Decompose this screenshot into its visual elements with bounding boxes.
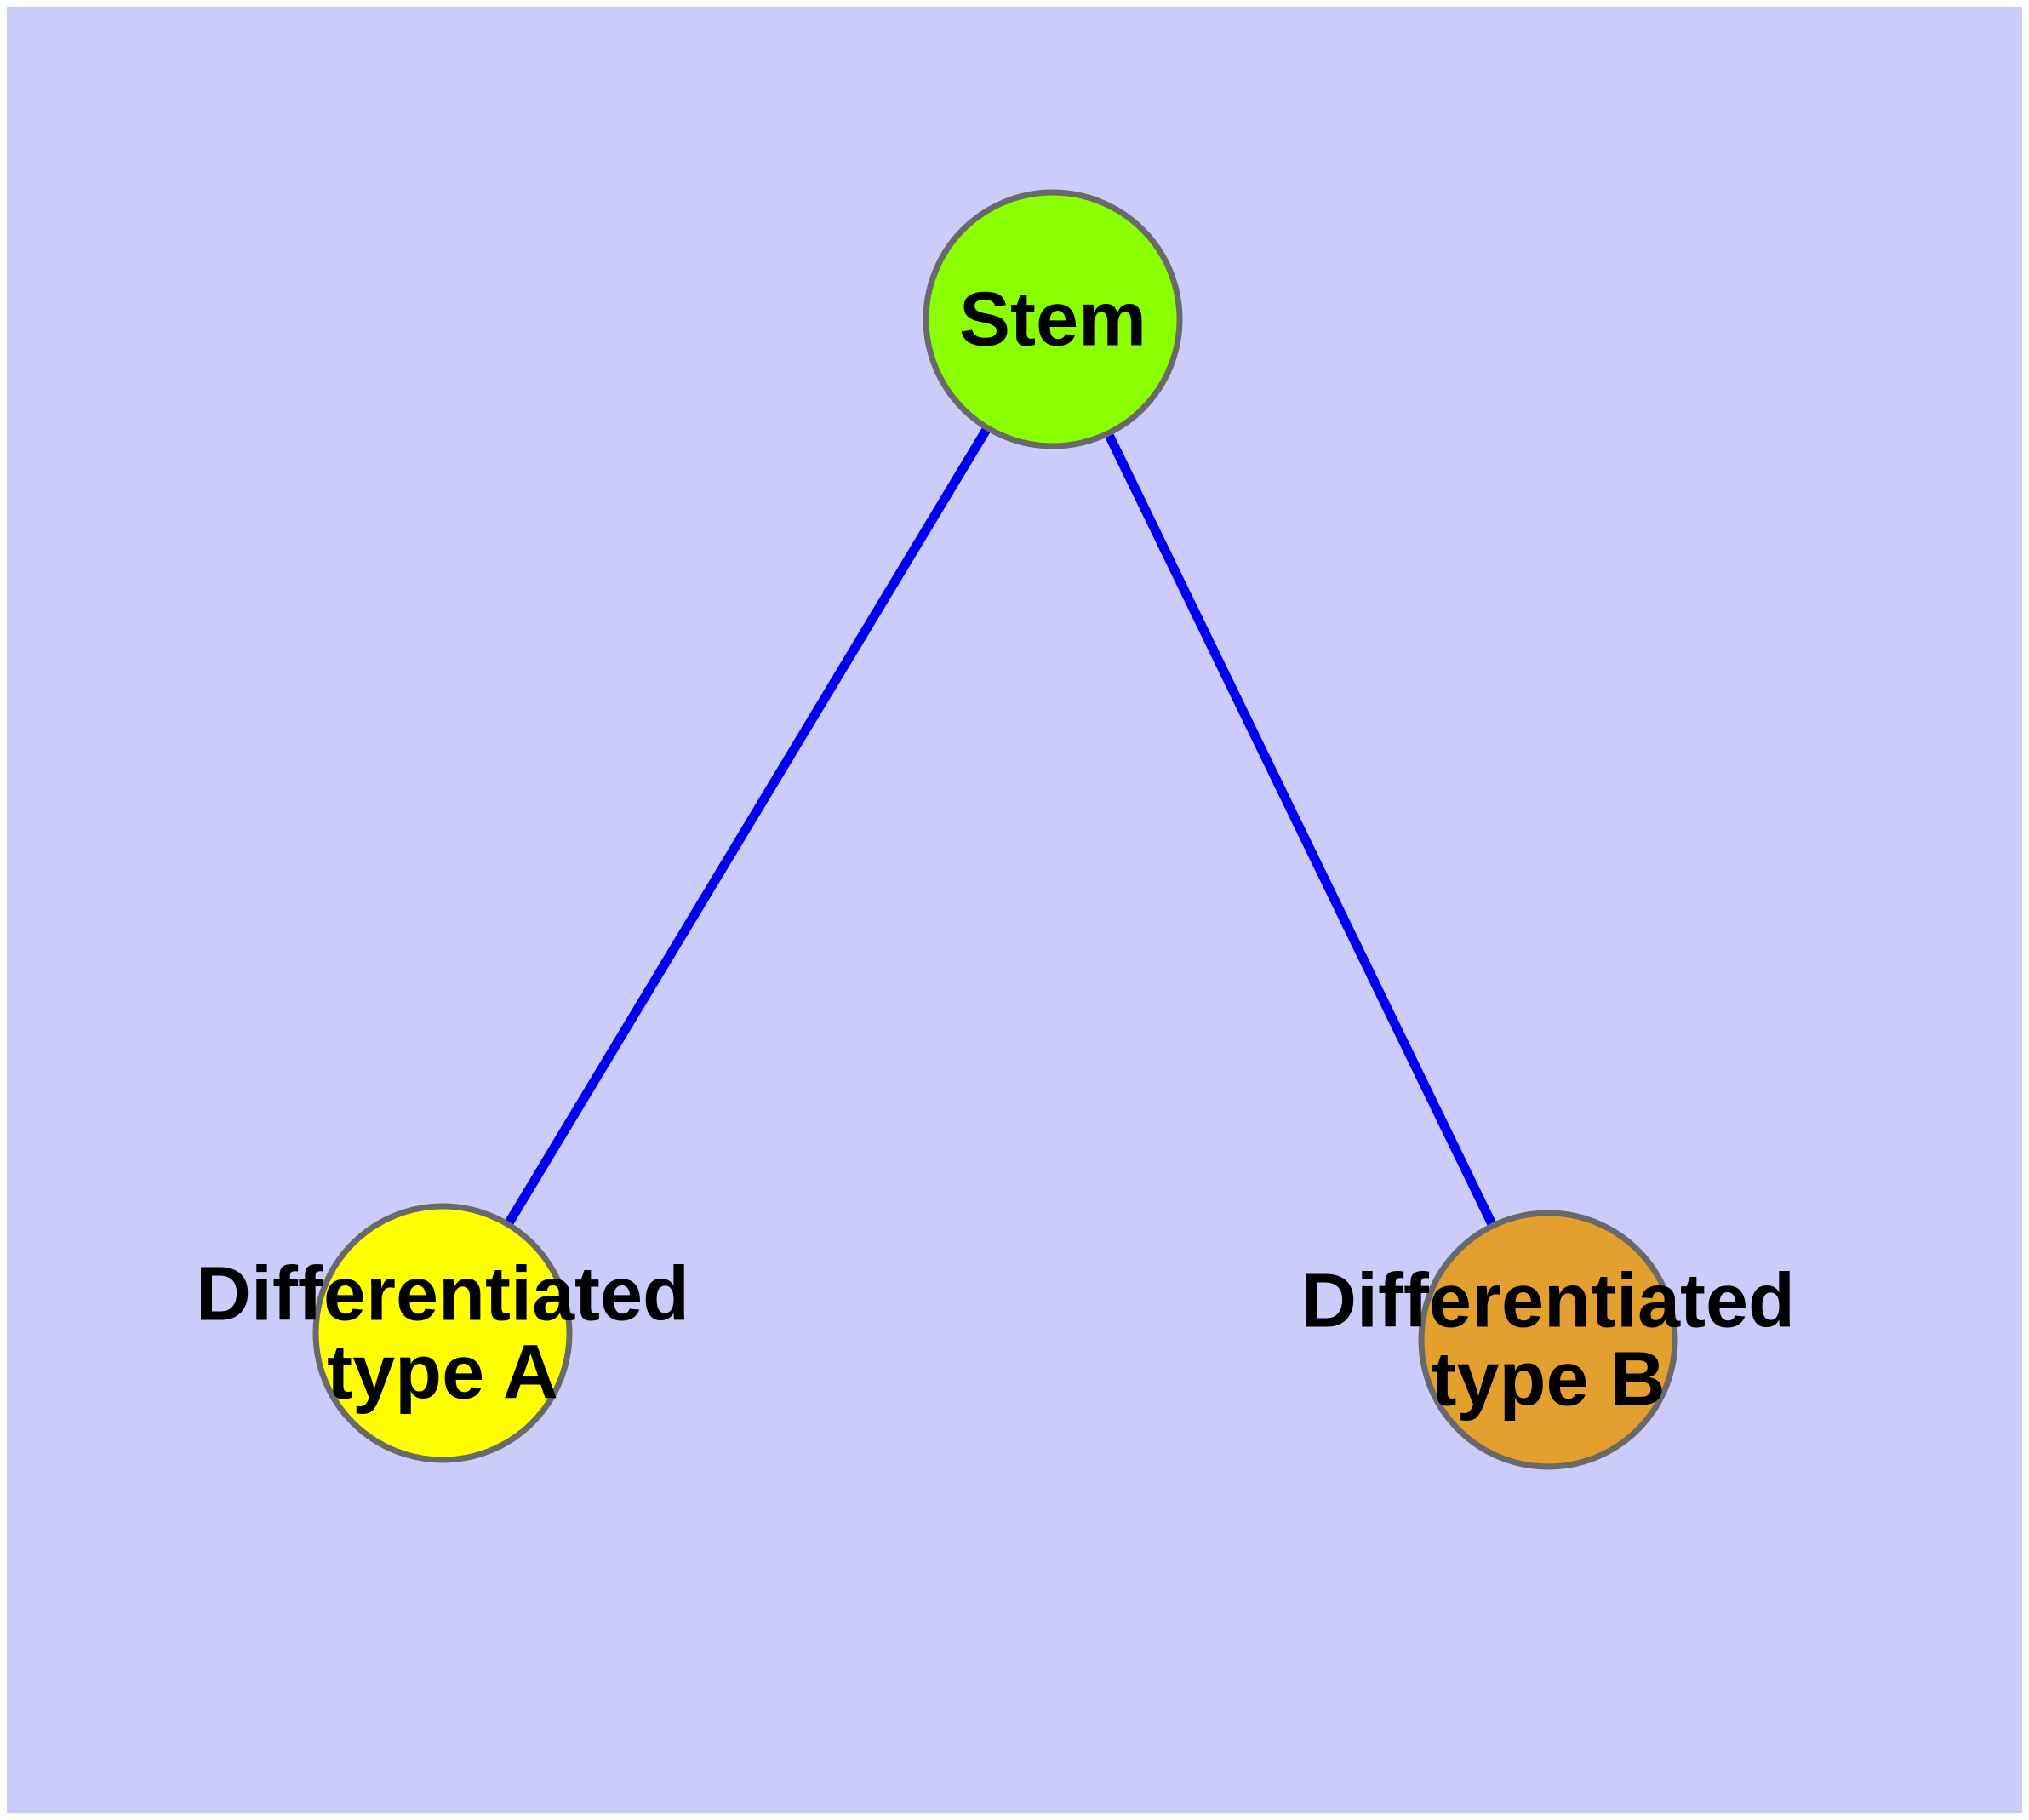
node-differentiated-type-b-circle[interactable] [1418,1210,1678,1470]
node-stem-circle[interactable] [923,189,1183,449]
node-differentiated-type-a-circle[interactable] [312,1203,573,1463]
node-differentiated-type-a[interactable] [312,1203,573,1463]
node-differentiated-type-a-label-line-2: type A [327,1331,558,1416]
node-group: Stem [312,189,1678,1470]
node-stem[interactable]: Stem [923,189,1183,449]
leaf-label-group: Differentiated type A Differentiated typ… [196,1252,1795,1422]
node-differentiated-type-a-label-line-1: Differentiated [196,1252,689,1337]
edge-group [438,317,1552,1342]
edge-stem-to-differentiated-type-b[interactable] [1049,317,1552,1342]
node-differentiated-type-b[interactable] [1418,1210,1678,1470]
node-stem-label-line-1: Stem [959,278,1146,363]
node-differentiated-type-b-label-line-1: Differentiated [1301,1259,1795,1344]
edge-stem-to-differentiated-type-a[interactable] [438,317,1057,1336]
node-differentiated-type-b-label-line-2: type B [1431,1337,1665,1422]
